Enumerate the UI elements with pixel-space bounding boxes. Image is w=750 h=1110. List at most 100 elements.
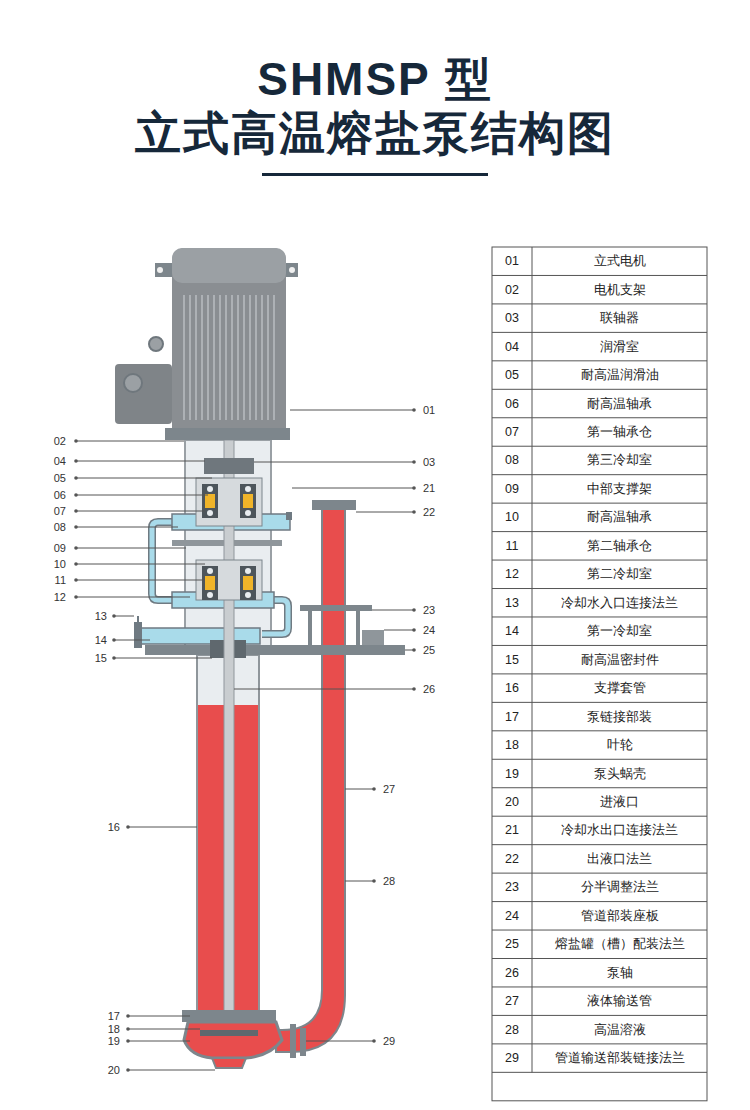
table-number-cell: 22	[505, 852, 519, 866]
cooling-pipe-left	[152, 522, 185, 600]
pump-link	[182, 1010, 276, 1022]
coupling	[204, 458, 254, 474]
callout-number: 02	[54, 435, 66, 447]
table-number-cell: 09	[505, 482, 519, 496]
table-name-cell: 泵链接部装	[587, 708, 652, 725]
table-number-cell: 18	[505, 738, 519, 752]
table-name-cell: 联轴器	[600, 310, 639, 327]
callout-number: 27	[383, 783, 395, 795]
callout-number: 26	[423, 683, 435, 695]
table-number-cell: 11	[506, 539, 519, 553]
table-number-cell: 02	[505, 283, 519, 297]
motor-base-flange	[165, 428, 290, 440]
table-number-cell: 19	[505, 767, 519, 781]
table-name-cell: 耐高温轴承	[587, 395, 652, 412]
bearings	[202, 484, 256, 600]
callout-number: 06	[54, 489, 66, 501]
table-name-cell: 熔盐罐（槽）配装法兰	[555, 936, 685, 953]
table-name-cell: 液体输送管	[587, 993, 652, 1010]
vertical-motor	[172, 248, 286, 428]
callout-number: 23	[423, 604, 435, 616]
table-number-cell: 17	[505, 710, 519, 724]
callout-number: 08	[54, 521, 66, 533]
table-number-cell: 24	[505, 909, 519, 923]
table-number-cell: 26	[505, 966, 519, 980]
table-number-cell: 12	[505, 567, 519, 581]
table-number-cell: 15	[505, 653, 519, 667]
table-name-cell: 电机支架	[594, 281, 646, 298]
table-name-cell: 叶轮	[607, 737, 633, 754]
table-name-cell: 高温溶液	[594, 1021, 646, 1038]
callout-number: 20	[108, 1064, 120, 1076]
split-adjust-flange	[300, 605, 372, 611]
table-number-cell: 10	[505, 510, 519, 524]
table-number-cell: 05	[505, 368, 519, 382]
callout-number: 07	[54, 505, 66, 517]
callout-number: 19	[108, 1035, 120, 1047]
table-number-cell: 08	[505, 453, 519, 467]
terminal-box	[115, 364, 172, 424]
pipe-link-flange	[290, 1024, 296, 1058]
table-number-cell: 28	[505, 1023, 519, 1037]
table-number-cell: 06	[505, 397, 519, 411]
table-number-cell: 23	[505, 880, 519, 894]
callout-number: 24	[423, 624, 435, 636]
callout-number: 14	[95, 634, 107, 646]
table-name-cell: 冷却水出口连接法兰	[561, 822, 678, 839]
table-name-cell: 管道输送部装链接法兰	[555, 1050, 685, 1067]
callout-number: 12	[54, 591, 66, 603]
callout-number: 10	[54, 558, 66, 570]
table-number-cell: 01	[505, 254, 519, 268]
table-number-cell: 16	[505, 681, 519, 695]
table-name-cell: 分半调整法兰	[581, 879, 659, 896]
table-name-cell: 耐高温密封件	[581, 651, 659, 668]
callout-number: 15	[95, 652, 107, 664]
table-name-cell: 中部支撑架	[587, 480, 652, 497]
callout-number: 25	[423, 644, 435, 656]
table-number-cell: 25	[505, 937, 519, 951]
table-name-cell: 第一轴承仓	[587, 423, 652, 440]
callout-number: 28	[383, 875, 395, 887]
callout-number: 13	[95, 610, 107, 622]
table-number-cell: 13	[505, 596, 519, 610]
callout-number: 09	[54, 542, 66, 554]
table-name-cell: 第二轴承仓	[587, 537, 652, 554]
table-name-cell: 泵轴	[607, 964, 633, 981]
table-name-cell: 冷却水入口连接法兰	[561, 594, 678, 611]
tank-flange	[145, 645, 405, 655]
callout-number: 04	[54, 455, 66, 467]
table-number-cell: 03	[505, 311, 519, 325]
table-number-cell: 04	[505, 340, 519, 354]
table-name-cell: 第二冷却室	[587, 566, 652, 583]
table-name-cell: 管道部装座板	[581, 907, 659, 924]
motor-fins	[184, 295, 274, 420]
outlet-flange	[312, 500, 356, 510]
liquid-transport-pipe	[276, 508, 345, 1052]
callout-number: 01	[423, 404, 435, 416]
callout-number: 05	[54, 472, 66, 484]
title-rule	[262, 173, 488, 176]
inlet	[212, 1058, 246, 1068]
callout-number: 21	[423, 482, 435, 494]
callout-number: 11	[55, 574, 66, 586]
cooling-inlet-flange	[134, 622, 142, 648]
table-name-cell: 润滑室	[600, 338, 639, 355]
table-name-cell: 第一冷却室	[587, 623, 652, 640]
pipe-seat-plate	[362, 630, 384, 645]
volute	[184, 1022, 282, 1058]
first-bearing-housing	[196, 478, 262, 526]
callout-number: 03	[423, 456, 435, 468]
leader-lines	[74, 408, 416, 1072]
callout-number: 22	[423, 506, 435, 518]
cooling-outlet-flange	[286, 512, 292, 520]
callout-number: 17	[108, 1010, 120, 1022]
table-name-cell: 耐高温轴承	[587, 509, 652, 526]
pump-shaft	[224, 440, 234, 1038]
page-title: SHMSP 型 立式高温熔盐泵结构图	[135, 52, 615, 160]
callout-number: 29	[383, 1035, 395, 1047]
table-name-cell: 立式电机	[594, 253, 646, 270]
table-number-cell: 07	[505, 425, 519, 439]
callout-number: 16	[108, 821, 120, 833]
table-number-cell: 14	[505, 624, 519, 638]
